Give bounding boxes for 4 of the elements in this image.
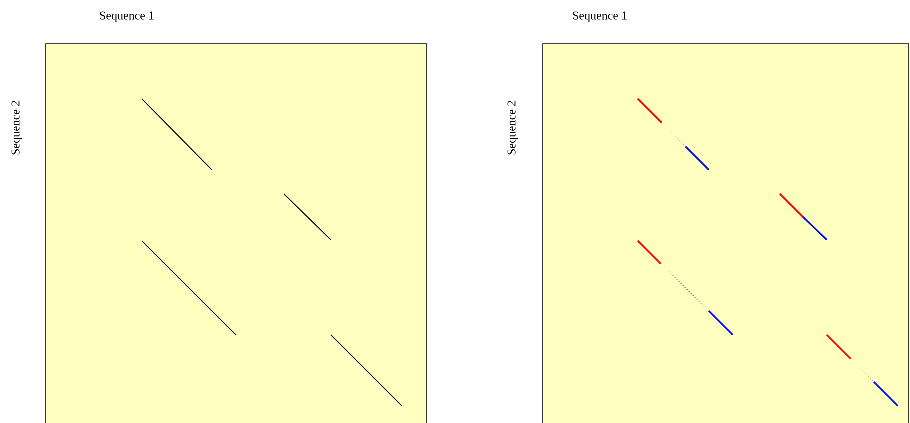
axis-label: Sequence 1: [100, 12, 154, 22]
axis-label: Sequence 2: [12, 101, 22, 155]
axis-label: Sequence 2: [508, 101, 518, 155]
axis-label: Sequence 1: [573, 12, 627, 22]
